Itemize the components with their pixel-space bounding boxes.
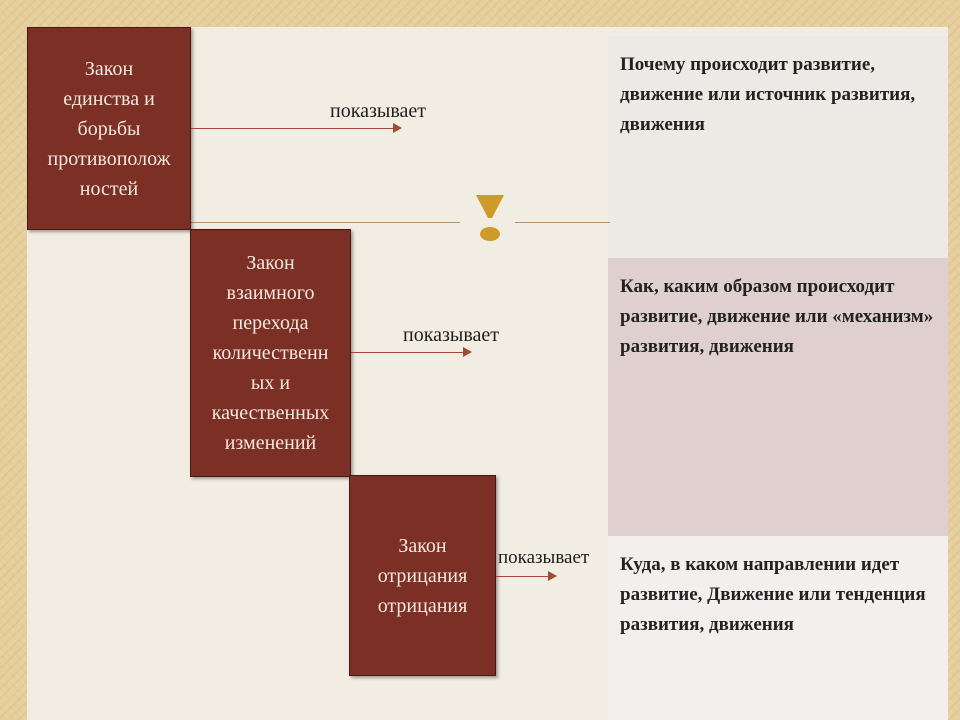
arrow-2-label: показывает	[403, 324, 500, 346]
description-3-text: Куда, в каком направлении идет развитие,…	[620, 554, 926, 635]
arrow-3-label: показывает	[498, 547, 590, 568]
law-box-2: Закон взаимного перехода количественн ых…	[190, 229, 351, 477]
description-2-text: Как, каким образом происходит развитие, …	[620, 276, 934, 357]
law-1-line: Закон	[84, 57, 134, 80]
law-2-line: изменений	[224, 432, 317, 454]
description-3: Куда, в каком направлении идет развитие,…	[608, 536, 948, 720]
law-1-line: борьбы	[77, 117, 141, 140]
separator-right	[515, 222, 610, 223]
law-1-line: ностей	[79, 177, 139, 200]
law-1-line: противополож	[47, 147, 171, 170]
law-2-line: количественн	[212, 342, 329, 364]
separator-left	[190, 222, 300, 223]
law-2-line: качественных	[211, 402, 330, 424]
law-2-line: ых и	[250, 372, 291, 394]
arrow-2-head	[463, 347, 472, 357]
arrow-1-line	[191, 128, 393, 129]
separator-mid	[300, 222, 460, 223]
law-3-line: отрицания	[377, 564, 468, 587]
law-2-line: перехода	[232, 312, 309, 334]
arrow-3-line	[496, 576, 548, 577]
description-1-text: Почему происходит развитие, движение или…	[620, 54, 916, 135]
law-box-1: Закон единства и борьбы противополож нос…	[27, 27, 191, 230]
law-2-line: взаимного	[226, 282, 315, 304]
law-1-line: единства и	[63, 87, 155, 110]
law-3-line: Закон	[398, 534, 447, 557]
arrow-3-head	[548, 571, 557, 581]
arrow-1-label: показывает	[330, 100, 427, 122]
law-2-line: Закон	[246, 252, 295, 274]
description-1: Почему происходит развитие, движение или…	[608, 36, 948, 258]
arrow-2-line	[351, 352, 463, 353]
law-3-line: отрицания	[377, 594, 468, 617]
law-box-3: Закон отрицания отрицания	[349, 475, 496, 676]
description-2: Как, каким образом происходит развитие, …	[608, 258, 948, 536]
arrow-1-head	[393, 123, 402, 133]
decorative-ornament-icon	[476, 195, 504, 241]
